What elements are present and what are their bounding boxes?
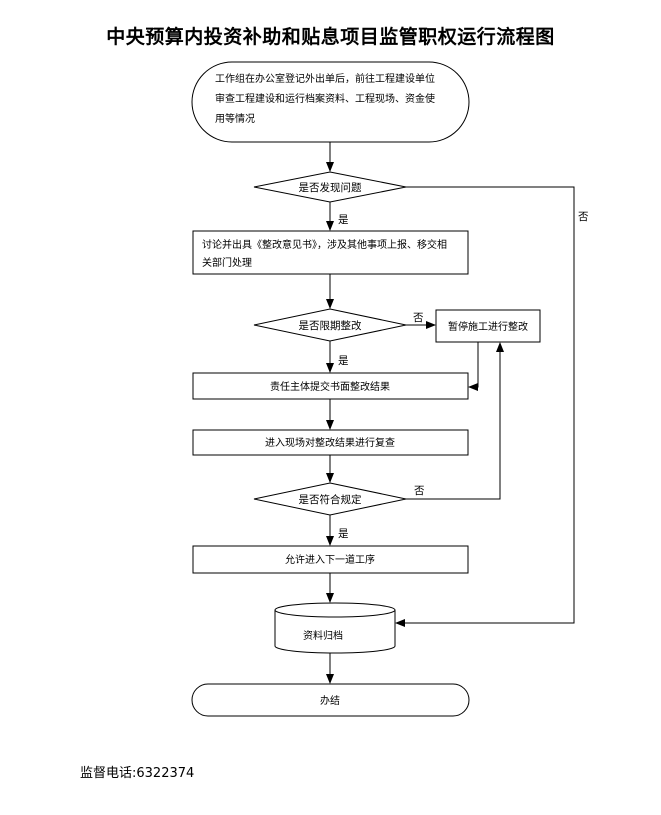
start-line-2: 审查工程建设和运行档案资料、工程现场、资金使 — [215, 92, 435, 105]
edge-label-no-1: 否 — [578, 211, 589, 223]
end-node: 办结 — [191, 683, 470, 717]
decision-comply: 是否符合规定 — [253, 482, 407, 516]
recheck-node: 进入现场对整改结果进行复查 — [192, 429, 469, 456]
edge-label-no-2: 否 — [413, 312, 424, 324]
discuss-line-2: 关部门处理 — [202, 256, 252, 269]
edge-label-yes-2: 是 — [338, 355, 349, 367]
decision-found-label: 是否发现问题 — [299, 181, 362, 194]
decision-deadline: 是否限期整改 — [253, 308, 407, 342]
start-line-1: 工作组在办公室登记外出单后，前往工程建设单位 — [215, 72, 435, 85]
svg-text:用等情况: 用等情况 — [215, 112, 255, 125]
archive-label: 资料归档 — [303, 629, 343, 642]
allow-next-label: 允许进入下一道工序 — [285, 553, 375, 566]
edge-comply-no — [406, 342, 504, 500]
edge-found-no — [395, 186, 575, 627]
supervision-phone: 监督电话:6322374 — [80, 762, 194, 781]
suspend-node: 暂停施工进行整改 — [435, 309, 541, 343]
decision-deadline-label: 是否限期整改 — [299, 319, 362, 332]
svg-text:审查工程建设和运行档案资料、工程现场、资金使: 审查工程建设和运行档案资料、工程现场、资金使 — [215, 92, 435, 105]
end-label: 办结 — [320, 694, 340, 707]
phone-label: 监督电话: — [80, 766, 137, 781]
edge-label-yes-3: 是 — [338, 528, 349, 540]
start-node: 工作组在办公室登记外出单后，前往工程建设单位 审查工程建设和运行档案资料、工程现… — [191, 61, 470, 143]
archive-node: 资料归档 — [274, 602, 396, 654]
decision-comply-label: 是否符合规定 — [299, 493, 362, 506]
discuss-node: 讨论并出具《整改意见书》，涉及其他事项上报、移交相 关部门处理 — [192, 230, 469, 275]
submit-report-label: 责任主体提交书面整改结果 — [270, 380, 390, 393]
edge-label-no-3: 否 — [414, 485, 425, 497]
svg-text:工作组在办公室登记外出单后，前往工程建设单位: 工作组在办公室登记外出单后，前往工程建设单位 — [215, 72, 435, 85]
edge-label-yes-1: 是 — [338, 214, 349, 226]
start-line-3: 用等情况 — [215, 112, 255, 125]
submit-report-node: 责任主体提交书面整改结果 — [192, 372, 469, 400]
decision-found-problem: 是否发现问题 — [253, 171, 407, 203]
phone-number: 6322374 — [136, 766, 195, 781]
allow-next-node: 允许进入下一道工序 — [192, 545, 469, 574]
page-title: 中央预算内投资补助和贴息项目监管职权运行流程图 — [106, 26, 555, 48]
edge-suspend-to-submit — [468, 342, 479, 391]
discuss-line-1: 讨论并出具《整改意见书》，涉及其他事项上报、移交相 — [202, 238, 447, 251]
suspend-label: 暂停施工进行整改 — [448, 320, 528, 333]
recheck-label: 进入现场对整改结果进行复查 — [265, 436, 395, 449]
